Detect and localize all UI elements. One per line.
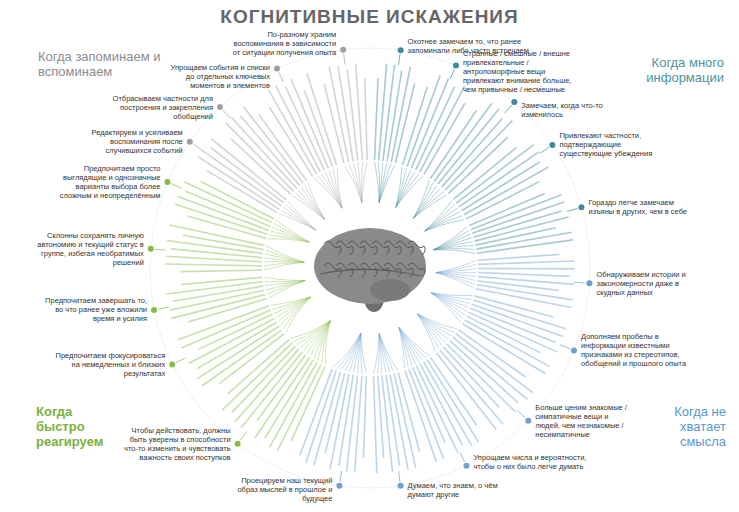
category-note: Предпочитаем завершать то, во что ранее … <box>35 296 147 323</box>
category-dot <box>571 347 577 353</box>
bias-fan <box>374 54 414 203</box>
category-note: Предпочитаем фокусироваться на немедленн… <box>55 351 165 378</box>
bias-fan <box>413 103 512 218</box>
bias-fan <box>396 69 465 207</box>
category-dot <box>511 99 517 105</box>
bias-fan <box>158 277 305 322</box>
bias-fan <box>431 293 570 374</box>
category-dot <box>463 463 469 469</box>
category-note: Склонны сохранять личную автономию и тек… <box>32 231 144 267</box>
bias-fan <box>300 333 367 482</box>
category-note: Упрощаем события и списки до отдельных к… <box>160 63 270 90</box>
category-note: Упрощаем числа и вероятности, чтобы о ни… <box>473 453 603 471</box>
category-dot <box>398 47 404 53</box>
category-note: Предпочитаем просто выглядящие и однозна… <box>45 164 160 200</box>
bias-fan <box>425 145 549 231</box>
category-dot <box>151 307 157 313</box>
category-dot <box>148 246 154 252</box>
brain-illustration <box>314 228 426 312</box>
category-note: Привлекают частности, подтверждающие сущ… <box>559 131 669 158</box>
category-dot <box>336 483 342 489</box>
category-note: Гораздо легче замечаем изъяны в других, … <box>588 198 693 216</box>
category-dot <box>453 62 459 68</box>
category-dot <box>169 361 175 367</box>
category-dot <box>578 204 584 210</box>
category-heading: Когда быстро реагируем <box>36 405 116 450</box>
category-note: Обнаруживаем истории и закономерности да… <box>596 270 708 297</box>
category-dot <box>525 418 531 424</box>
category-dot <box>235 441 241 447</box>
bias-fan <box>324 54 367 203</box>
category-note: Отбрасываем частности для построения и з… <box>103 94 213 121</box>
bias-fan <box>433 193 577 253</box>
category-dot <box>398 483 404 489</box>
category-dot <box>164 179 170 185</box>
category-note: Редактируем и усиливаем воспоминания пос… <box>73 128 183 155</box>
category-note: Странные / смешные / внешне привлекатель… <box>463 49 583 94</box>
category-note: По-разному храним воспоминания в зависим… <box>226 30 336 57</box>
category-note: Проецируем наш текущий образ мыслей в пр… <box>222 476 332 503</box>
title: КОГНИТИВНЫЕ ИСКАЖЕНИЯ <box>0 6 739 28</box>
bias-fan <box>399 327 479 462</box>
bias-fan <box>268 72 342 208</box>
category-dot <box>549 142 555 148</box>
bias-fan <box>176 297 311 386</box>
category-heading: Когда не хватает смысла <box>642 405 726 450</box>
category-dot <box>340 47 346 53</box>
category-heading: Когда много информации <box>612 56 724 86</box>
bias-fan <box>155 225 304 272</box>
bias-fan <box>436 254 586 307</box>
category-dot <box>586 280 592 286</box>
category-heading: Когда запоминаем и вспоминаем <box>38 50 173 80</box>
category-note: Дополняем пробелы в информации известным… <box>581 332 701 368</box>
category-dot <box>187 139 193 145</box>
category-note: Думаем, что знаем, о чём думают другие <box>408 481 513 499</box>
category-note: Чтобы действовать, должны быть уверены в… <box>121 426 231 462</box>
category-dot <box>217 104 223 110</box>
bias-fan <box>374 333 420 482</box>
category-note: Замечаем, когда что-то изменилось <box>521 101 636 119</box>
category-note: Больше ценим знакомые / симпатичные вещи… <box>535 403 630 439</box>
category-dot <box>274 66 280 72</box>
